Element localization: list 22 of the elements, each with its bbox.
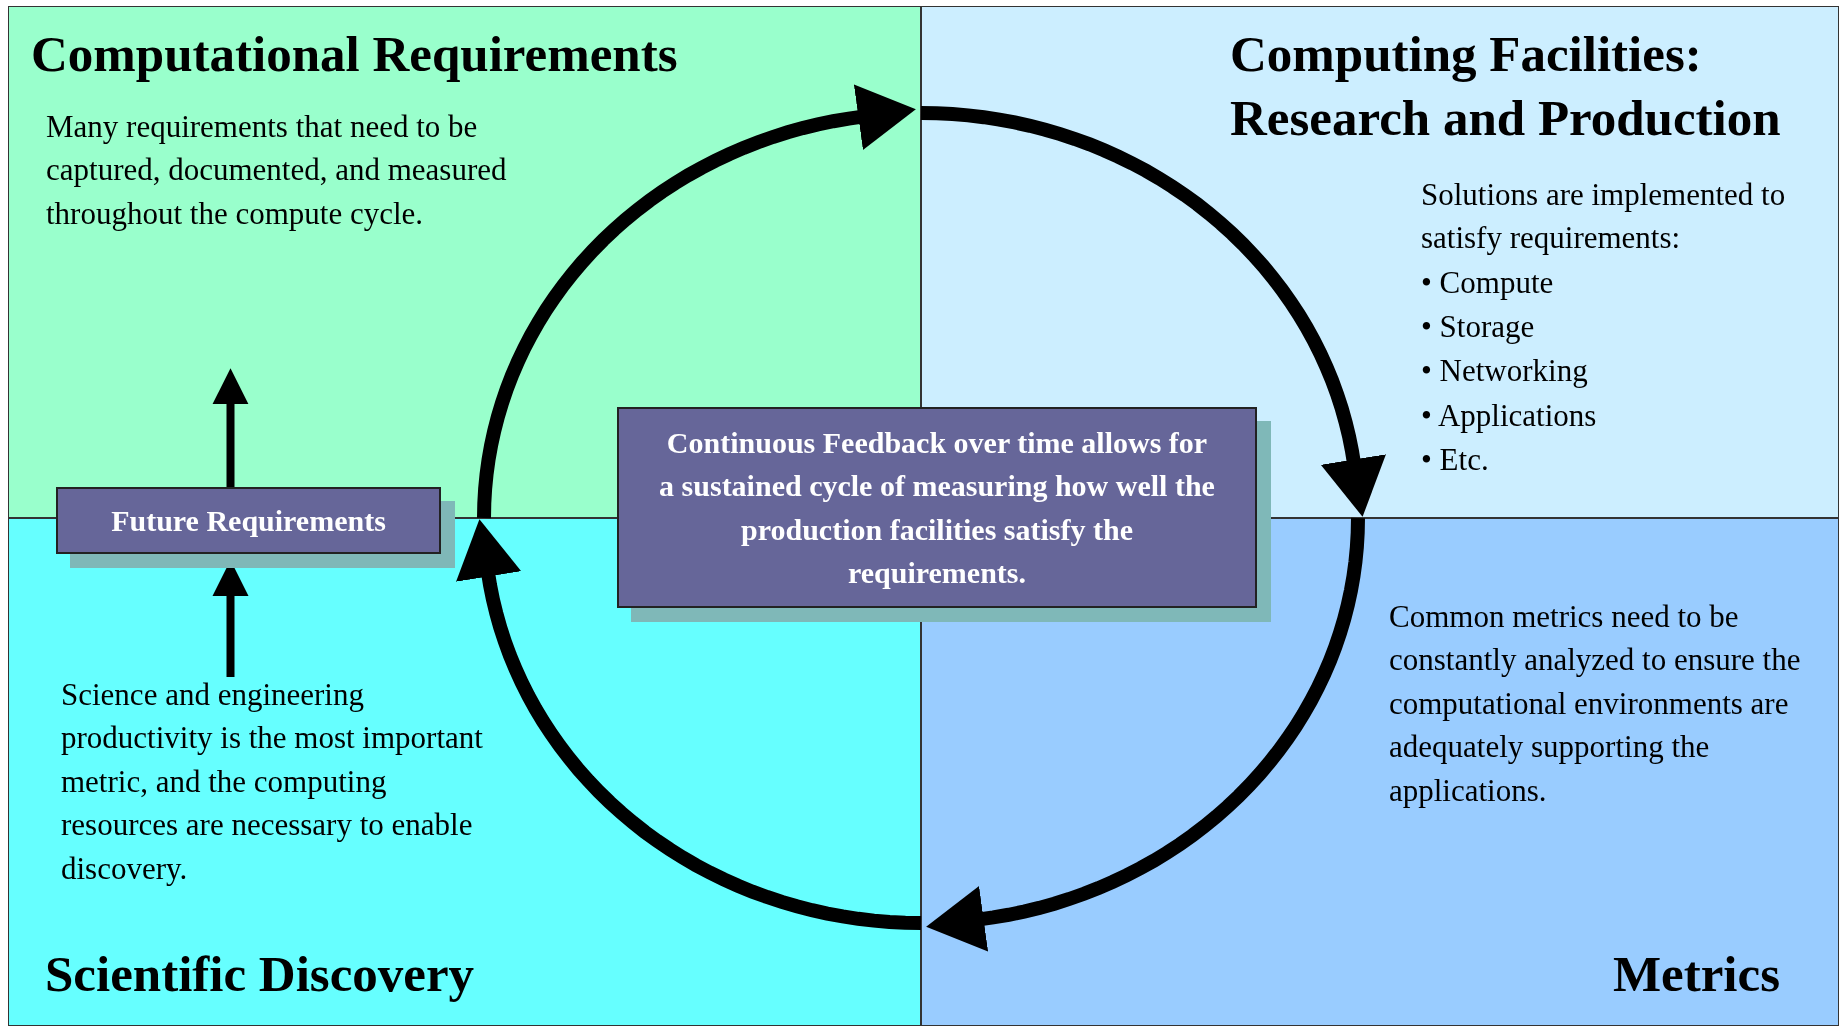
panel-heading: Metrics (1612, 945, 1780, 1004)
box-text: Future Requirements (111, 502, 386, 539)
panel-heading: Scientific Discovery (45, 945, 475, 1004)
panel-text: Common metrics need to be constantly analyzed to ensure the computational environments are adequately supporting the applications. (1389, 598, 1802, 810)
panel-text: Science and engineering productivity is the most important metric, and the computing resources are necessary to enable discovery. (61, 676, 484, 888)
bullet-item: • Storage (1421, 308, 1535, 346)
panel-heading: Computational Requirements (31, 25, 678, 84)
panel-text: Solutions are implemented to satisfy requirements: (1421, 176, 1787, 258)
bullet-item: • Compute (1421, 264, 1554, 302)
feedback-box (617, 407, 1257, 608)
bullet-item: • Networking (1421, 352, 1588, 390)
arrow (212, 368, 249, 487)
cycle-arrow (477, 84, 916, 519)
label-box (56, 487, 441, 554)
bullet-item: • Applications (1421, 397, 1597, 435)
panel-heading: Computing Facilities: Research and Production (1230, 25, 1782, 148)
cycle-arrow (926, 517, 1365, 952)
bullet-item: • Etc. (1421, 441, 1489, 479)
panel-text: Many requirements that need to be captured, documented, and measured throughout the compute cycle. (46, 108, 508, 233)
cycle-arrow (456, 519, 922, 930)
cycle-arrow (920, 106, 1386, 517)
box-text: Continuous Feedback over time allows for a sustained cycle of measuring how well the production facilities satisfy the requirements. (658, 424, 1216, 591)
